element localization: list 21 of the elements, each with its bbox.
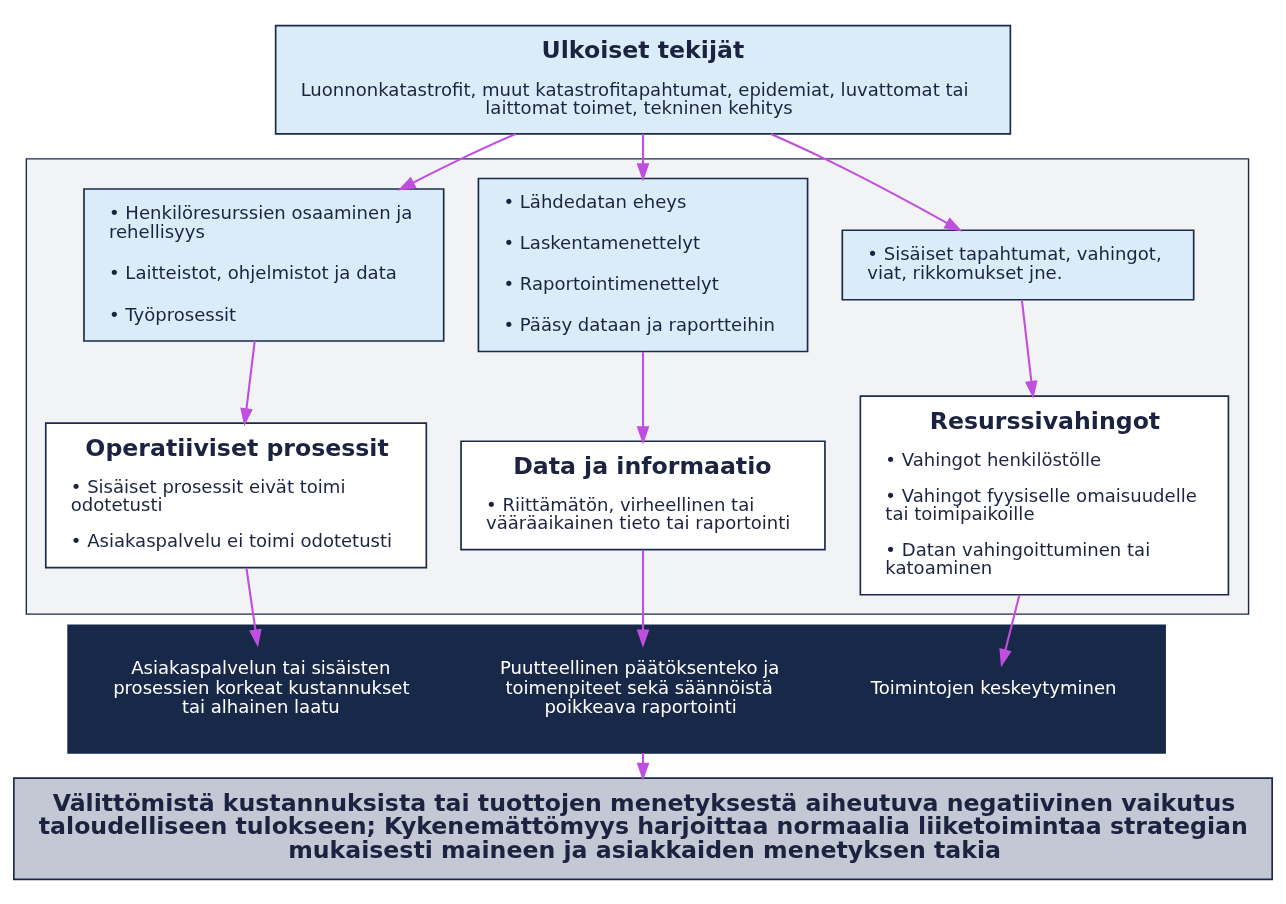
- arrow: [240, 340, 256, 426]
- arrow: [636, 351, 650, 444]
- cluster: [25, 157, 1250, 615]
- node-box: Ulkoiset tekijät Luonnonkatastrofit, muut katastrofitapahtumat, epidemiat, luvattomat tai laittomat toimet, tekninen kehitys: [274, 24, 1012, 135]
- cluster: [67, 624, 1166, 754]
- node-box: Data ja informaatio • Riittämätön, virheellinen tai vääräaikainen tieto tai raportointi: [460, 439, 826, 550]
- node-box: Resurssivahingot • Vahingot henkilöstölle • Vahingot fyysiselle omaisuudelle tai toimipaikoille • Datan vahingoittuminen tai katoaminen: [859, 394, 1230, 596]
- node-text: Toimintojen keskeytyminen: [870, 676, 1117, 698]
- node-box: Operatiiviset prosessit • Sisäiset prosessit eivät toimi odotetusti • Asiakaspalvelu ei toimi odotetusti: [44, 421, 428, 568]
- arrow: [636, 752, 650, 781]
- node-text: Asiakaspalvelun tai sisäisten prosessien korkeat kustannukset tai alhainen laatu: [113, 656, 410, 717]
- node-text: Puutteellinen päätöksenteko ja toimenpiteet sekä säännöistä poikkeava raportointi: [499, 656, 780, 717]
- node-box: • Lähdedatan eheys • Laskentamenettelyt • Raportointimenettelyt • Pääsy dataan ja raportteihin: [477, 177, 809, 352]
- arrow: [636, 133, 650, 181]
- arrow: [1020, 299, 1038, 399]
- arrow: [999, 594, 1021, 667]
- arrow: [636, 549, 650, 648]
- arrow: [245, 567, 262, 647]
- node-box: • Henkilöresurssien osaaminen ja rehellisyys • Laitteistot, ohjelmistot ja data • Työprosessit: [83, 187, 445, 342]
- node-box: • Sisäiset tapahtumat, vahingot, viat, rikkomukset jne.: [841, 228, 1195, 301]
- node-box: Välittömistä kustannuksista tai tuottojen menetyksestä aiheutuva negatiivinen vaikutus taloudelliseen tulokseen; Kykenemättömyys harjoittaa normaalia liiketoimintaa strategian mukaisesti maineen ja asiakkaiden menetyksen takia: [13, 776, 1273, 880]
